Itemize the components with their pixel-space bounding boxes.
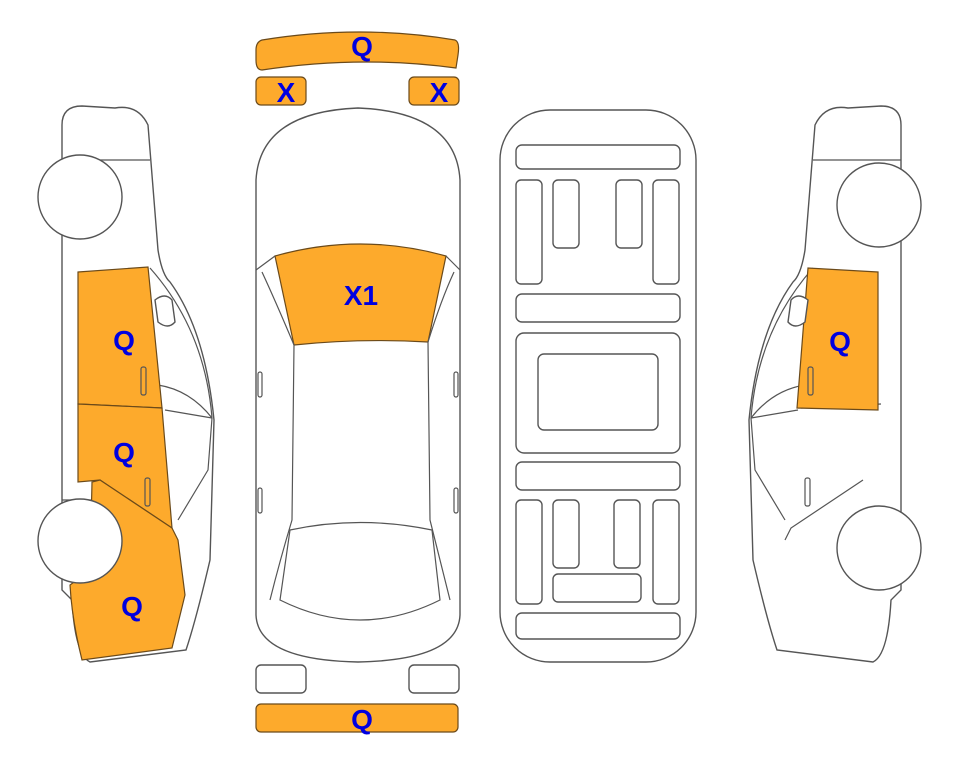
top-body-outline [255,107,461,663]
left-rear-fender-label: Q [121,591,143,622]
top-view: Q X X X1 Q [255,31,461,735]
windshield-label: X1 [344,280,378,311]
underbody-view [499,109,697,663]
left-taillight [255,664,307,694]
right-front-door-label: Q [829,326,851,357]
rear-bumper-label: Q [351,704,373,735]
left-side-view: Q Q Q [37,105,215,663]
right-side-view: Q [748,105,922,663]
right-rear-wheel [836,505,922,591]
front-bumper-label: Q [351,31,373,62]
left-front-wheel [37,154,123,240]
right-headlight-label: X [430,77,449,108]
left-rear-wheel [37,498,123,584]
right-front-wheel [836,162,922,248]
rear-bumper-panel[interactable] [255,703,459,733]
right-taillight [408,664,460,694]
front-bumper-panel[interactable] [255,31,460,71]
left-headlight-label: X [277,77,296,108]
right-headlight-panel[interactable] [408,76,460,106]
left-rear-door-label: Q [113,437,135,468]
left-front-door-label: Q [113,325,135,356]
right-front-door-panel[interactable] [796,267,879,411]
left-headlight-panel[interactable] [255,76,307,106]
